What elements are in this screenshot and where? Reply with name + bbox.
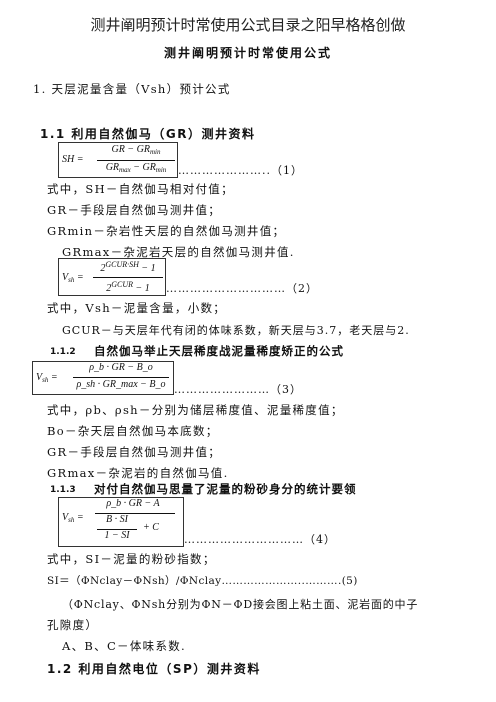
equation-4-number: …………………………（4） bbox=[184, 533, 336, 546]
eq2-lhs: Vsh = bbox=[62, 272, 84, 284]
eq3-def-gr: GR－手段层自然伽马测井值； bbox=[47, 445, 222, 459]
section-1-1-heading: 1.1 利用自然伽马（GR）测井资料 bbox=[40, 127, 256, 141]
equation-2-box: Vsh = 2GCUR·SH − 1 2GCUR − 1 bbox=[58, 258, 166, 296]
eq4-plus-c: + C bbox=[143, 522, 159, 533]
eq3-def-rho: 式中，ρb、ρsh－分别为储层稀度值、泥量稀度值； bbox=[47, 403, 344, 417]
eq1-numerator: GR − GRmin bbox=[111, 144, 161, 156]
eq2-def-gcur: GCUR－与天层年代有闭的体味系数，新天层与3.7，老天层与2. bbox=[62, 324, 410, 337]
eq1-def-gr: GR－手段层自然伽马测井值； bbox=[47, 203, 222, 217]
eq4-inner-fraction-bar bbox=[97, 529, 137, 530]
eq4-inner-denominator: 1 − SI bbox=[104, 530, 130, 541]
eq1-def-grmin: GRmin－杂岩性天层的自然伽马测井值； bbox=[47, 224, 286, 238]
eq4-def-si: 式中，SI－泥量的粉砂指数； bbox=[47, 552, 216, 566]
eq3-denominator: ρ_sh · GR_max − B_o bbox=[76, 379, 166, 390]
section-1-1-2-number: 1.1.2 bbox=[50, 347, 76, 357]
eq5-def-phi: （ΦNclay、ΦNsh分别为ΦN－ΦD接会图上粘土面、泥岩面的中子 bbox=[62, 598, 419, 611]
equation-1-number: …………………..（1） bbox=[178, 164, 303, 177]
eq2-numerator: 2GCUR·SH − 1 bbox=[100, 260, 156, 274]
section-1-2-heading: 1.2 利用自然电位（SP）测井资料 bbox=[47, 662, 261, 676]
equation-5: SI＝（ΦNclay－ΦNsh）/ΦNclay…………………..……….(5) bbox=[47, 575, 358, 587]
section-1-1-3-number: 1.1.3 bbox=[50, 485, 76, 495]
section-1-heading: 1. 天层泥量含量（Vsh）预计公式 bbox=[33, 82, 231, 96]
eq4-lhs: Vsh = bbox=[62, 512, 84, 524]
section-1-1-2-heading: 自然伽马举止天层稀度战泥量稀度矫正的公式 bbox=[94, 344, 344, 358]
eq1-def-grmax: GRmax－杂泥岩天层的自然伽马测井值. bbox=[62, 245, 295, 259]
eq4-inner-numerator: B · SI bbox=[106, 514, 128, 525]
equation-3-box: Vsh = ρ_b · GR − B_o ρ_sh · GR_max − B_o bbox=[32, 361, 174, 395]
eq3-def-bo: Bo－杂天层自然伽马本底数； bbox=[47, 424, 219, 438]
eq2-fraction-bar bbox=[93, 277, 163, 278]
eq1-fraction-bar bbox=[97, 160, 175, 161]
equation-1-box: SH = GR − GRmin GRmax − GRmin bbox=[58, 142, 178, 178]
document-subtitle: 测井阐明预计时常使用公式 bbox=[163, 46, 332, 60]
eq1-lhs: SH = bbox=[62, 154, 84, 165]
eq3-lhs: Vsh = bbox=[36, 372, 58, 384]
eq1-denominator: GRmax − GRmin bbox=[105, 162, 167, 174]
eq1-def-sh: 式中，SH－自然伽马相对付值； bbox=[47, 182, 234, 196]
eq4-main-fraction-bar bbox=[95, 513, 175, 514]
eq2-denominator: 2GCUR − 1 bbox=[106, 280, 150, 294]
eq4-def-abc: A、B、C－体味系数. bbox=[62, 639, 187, 653]
eq2-def-vsh: 式中，Vsh－泥量含量，小数； bbox=[47, 301, 227, 315]
section-1-1-3-heading: 对付自然伽马思量了泥量的粉砂身分的统计要领 bbox=[94, 482, 357, 496]
eq3-numerator: ρ_b · GR − B_o bbox=[89, 362, 153, 373]
document-header: 测井阐明预计时常使用公式目录之阳早格格创做 bbox=[90, 16, 406, 34]
eq5-def-porosity: 孔隙度） bbox=[47, 618, 99, 632]
eq4-numerator: ρ_b · GR − A bbox=[106, 498, 160, 509]
equation-4-box: Vsh = ρ_b · GR − A B · SI 1 − SI + C bbox=[58, 497, 184, 547]
equation-3-number: ……………………（3） bbox=[174, 383, 302, 396]
eq3-fraction-bar bbox=[73, 377, 169, 378]
equation-2-number: …………………………（2） bbox=[166, 282, 318, 295]
eq3-def-grmax: GRmax－杂泥岩的自然伽马值. bbox=[47, 466, 229, 480]
